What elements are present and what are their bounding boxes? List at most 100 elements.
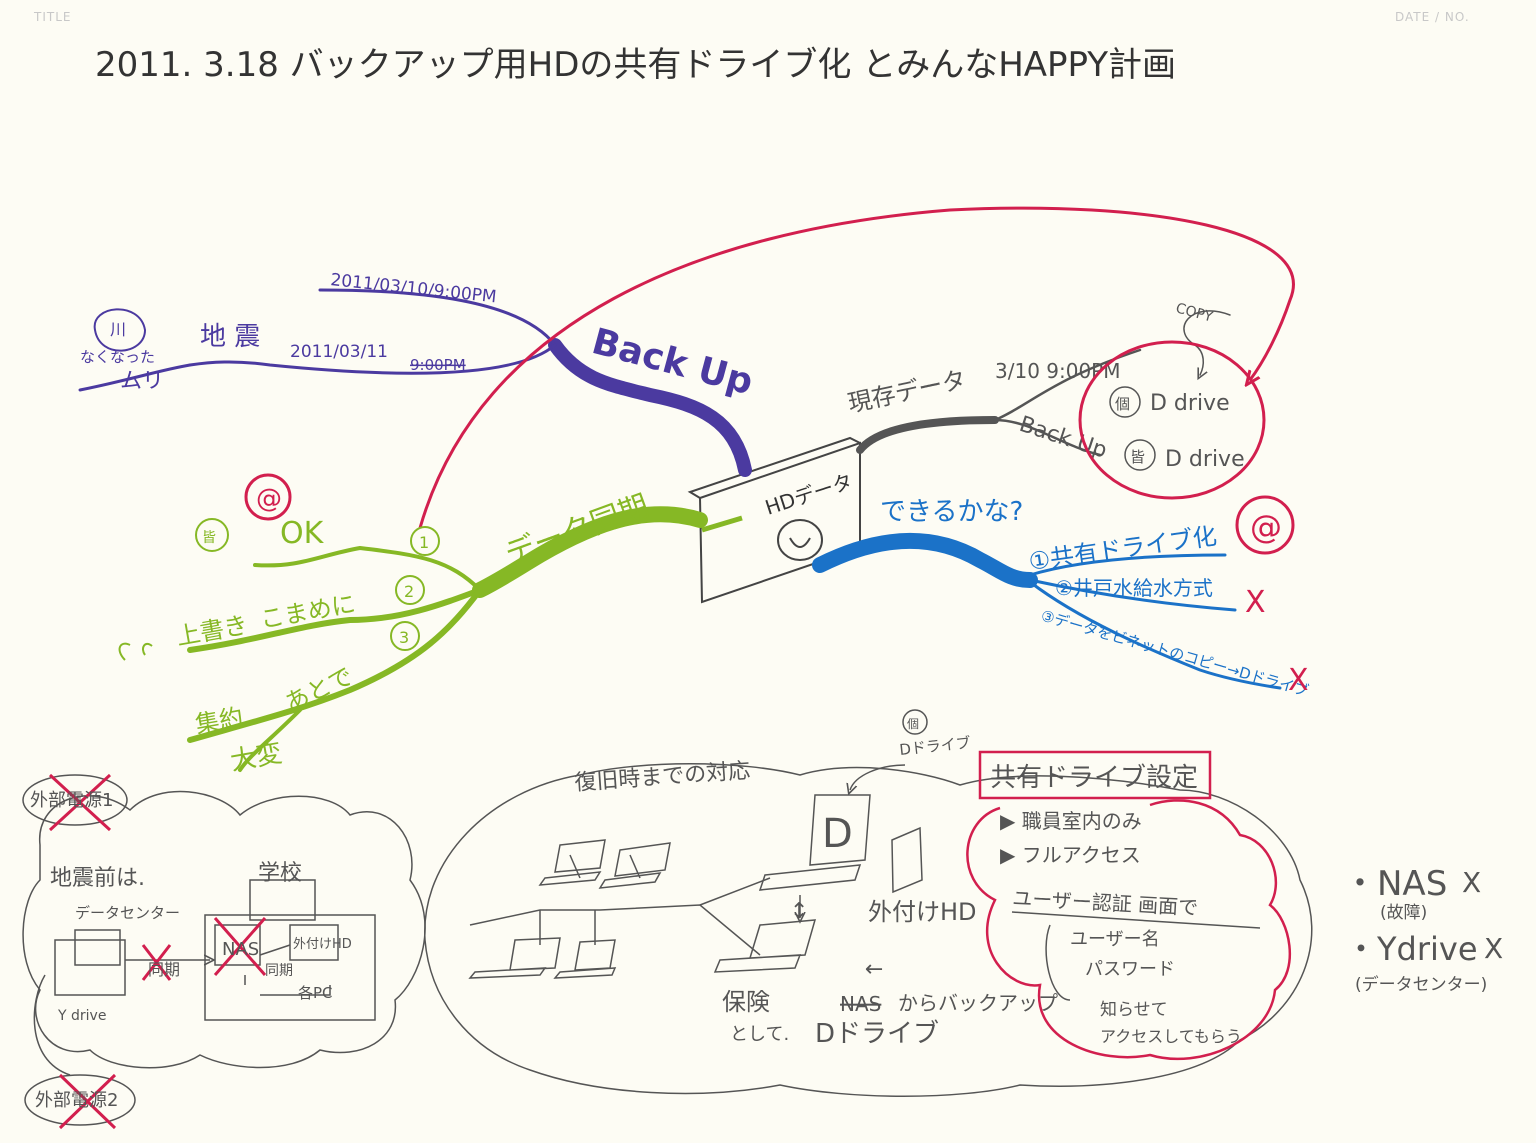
step3-circle [390, 621, 420, 651]
overwrite-label: 上書き [174, 611, 250, 651]
option2-x-mark: X [1245, 585, 1266, 620]
ydrive-note: ・Ydrive [1345, 930, 1478, 968]
speech-icon-text: 川 [110, 320, 126, 339]
ydrive-datacenter-note: (データセンター) [1355, 974, 1487, 995]
datacenter-label: データセンター [75, 904, 180, 922]
personal-badge-icon [902, 709, 928, 735]
step2-number: 2 [404, 582, 414, 601]
power2-x-icon [58, 1073, 117, 1130]
share-pass-label: パスワード [1085, 959, 1175, 980]
share-access-label: アクセスしてもらう [1100, 1027, 1242, 1046]
ok-shared-mark: 皆 [202, 530, 216, 546]
ok-label: OK [280, 516, 325, 551]
current-backup: Back Up [1016, 412, 1110, 464]
personal-mark-icon [1109, 386, 1141, 418]
earthquake-label: 地 震 [200, 322, 260, 352]
drive2-label: D drive [1165, 447, 1245, 472]
share-notify-label: 知らせて [1100, 1000, 1168, 1020]
nas-x-icon [213, 917, 267, 976]
current-data-label: 現存データ [845, 366, 968, 418]
shared-mark-icon [1124, 439, 1156, 471]
pre-earthquake-cloud [22, 774, 426, 1126]
date-field-label: DATE / NO. [1395, 10, 1470, 24]
ext-hd-label-left: 外付けHD [293, 937, 352, 952]
d-drive-group [1078, 340, 1266, 500]
sync-label-left: 同期 [148, 960, 180, 979]
share-settings-title: 共有ドライブ設定 [990, 763, 1198, 793]
insurance-label: 保険 [722, 988, 770, 1016]
ext-hd-label: 外付けHD [868, 898, 977, 926]
drive2-mark: 皆 [1130, 448, 1145, 466]
option3-label: ③データをビネットのコピー→Dドライブ [1039, 607, 1311, 701]
ok-at-icon [244, 473, 292, 521]
sparkle-icon [118, 642, 153, 661]
power1-x-icon [48, 773, 112, 832]
up-down-arrow: ↕ [790, 899, 808, 924]
d-letter: D [822, 811, 853, 857]
hd-data-center-node [687, 436, 861, 604]
from-backup: からバックアップ [898, 991, 1058, 1015]
backup-date-mid: 2011/03/11 [290, 342, 388, 362]
nas-label-left: NAS [222, 939, 259, 960]
red-arrow [418, 206, 1295, 529]
sync-branch [187, 506, 708, 772]
restore-label: 復旧時までの対応 [574, 759, 751, 796]
share-auth-label: ユーザー認証 画面で [1012, 886, 1199, 920]
as-label: として. [730, 1024, 789, 1045]
option1-ok-icon [1235, 495, 1295, 555]
d-drive-note: Dドライブ [899, 734, 972, 759]
personal-badge: 個 [907, 717, 919, 731]
backup-date-top: 2011/03/10/9:00PM [329, 270, 497, 307]
title-field-label: TITLE [34, 10, 72, 24]
smile-icon [777, 519, 823, 561]
hard-label: 大変 [228, 738, 284, 777]
ok-at-mark: @ [256, 484, 282, 514]
option1-ok-mark: @ [1250, 508, 1282, 546]
nas-broken-note: (故障) [1380, 903, 1427, 923]
step2-circle [395, 575, 425, 605]
sync-x-icon [141, 944, 172, 981]
pcs-label: 各PC [298, 984, 333, 1002]
struck-time: 9:00PM [410, 356, 466, 374]
lost-label: なくなった [80, 348, 155, 366]
share-settings-box [978, 750, 1212, 800]
option2-label: ②井戸水給水方式 [1055, 576, 1213, 600]
nas-note: ・NAS [1343, 864, 1447, 904]
drive1-mark: 個 [1115, 395, 1130, 413]
option3-x-mark: X [1288, 663, 1309, 698]
ydrive-label-left: Y drive [57, 1008, 106, 1024]
share-item-staffroom: ▶ 職員室内のみ [1000, 809, 1142, 833]
nas-struck: NAS [840, 992, 881, 1016]
nas-x-mark: X [1462, 866, 1481, 899]
collect-label: 集約 [193, 703, 245, 739]
ydrive-x-mark: X [1484, 932, 1503, 965]
sync-label-inner: 同期 [265, 963, 293, 979]
can-it-label: できるかな? [880, 497, 1023, 527]
share-item-fullaccess: ▶ フルアクセス [1000, 843, 1141, 867]
backup-branch [78, 288, 752, 477]
restore-cloud [424, 763, 1313, 1097]
power2-label: 外部電源2 [35, 1090, 118, 1111]
step1-circle [410, 526, 440, 556]
auth-connector [1011, 911, 1261, 1001]
step3-number: 3 [399, 628, 409, 647]
impossible-label: ムリ [120, 369, 164, 394]
later-label: あとで [281, 662, 357, 718]
can-it-branch [812, 532, 1282, 690]
d-drive-target: Dドライブ [815, 1019, 939, 1049]
before-label: 地震前は. [50, 866, 145, 891]
step1-number: 1 [419, 533, 429, 552]
share-settings-cloud [966, 799, 1291, 1060]
copy-label: COPY [1174, 300, 1215, 325]
shared-icon [195, 518, 229, 552]
down-arrow-text: ↓ [860, 960, 885, 978]
sync-label: データ同期 [501, 488, 654, 572]
drive1-label: D drive [1150, 391, 1230, 416]
option1-label: ①共有ドライブ化 [1027, 522, 1219, 576]
power1-label: 外部電源1 [30, 790, 113, 811]
share-user-label: ユーザー名 [1070, 929, 1160, 950]
page-title: 2011. 3.18 バックアップ用HDの共有ドライブ化 とみんなHAPPY計画 [95, 45, 1176, 85]
speech-icon [93, 308, 147, 352]
